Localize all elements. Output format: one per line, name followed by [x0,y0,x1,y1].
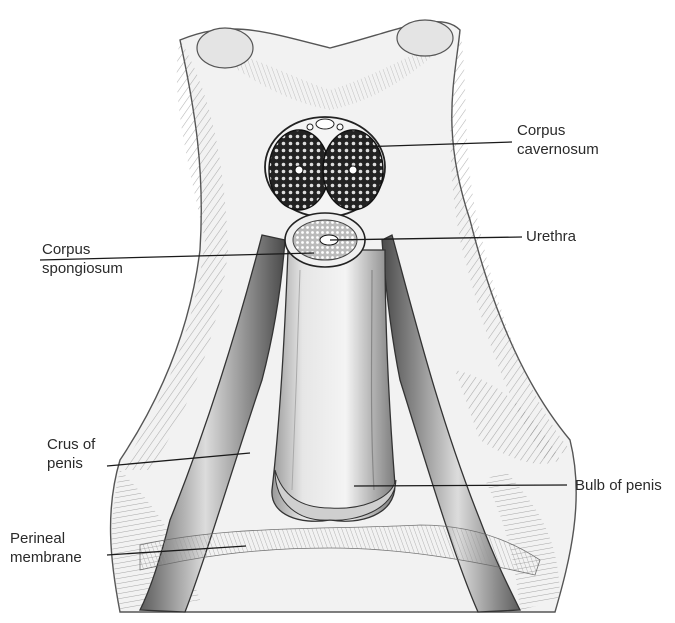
label-corpus-spongiosum-line1: Corpus [42,240,123,259]
label-perineal-membrane-line2: membrane [10,548,82,567]
label-crus-of-penis: Crus of penis [47,435,95,473]
label-crus-of-penis-line2: penis [47,454,95,473]
label-corpus-cavernosum-line2: cavernosum [517,140,599,159]
label-bulb-of-penis-line1: Bulb of penis [575,476,662,495]
label-urethra: Urethra [526,227,576,246]
label-perineal-membrane: Perineal membrane [10,529,82,567]
label-corpus-cavernosum-line1: Corpus [517,121,599,140]
label-crus-of-penis-line1: Crus of [47,435,95,454]
label-corpus-spongiosum-line2: spongiosum [42,259,123,278]
shaft-body [272,250,396,521]
label-corpus-cavernosum: Corpus cavernosum [517,121,599,159]
label-corpus-spongiosum: Corpus spongiosum [42,240,123,278]
label-bulb-of-penis: Bulb of penis [575,476,662,495]
label-urethra-line1: Urethra [526,227,576,246]
label-perineal-membrane-line1: Perineal [10,529,82,548]
